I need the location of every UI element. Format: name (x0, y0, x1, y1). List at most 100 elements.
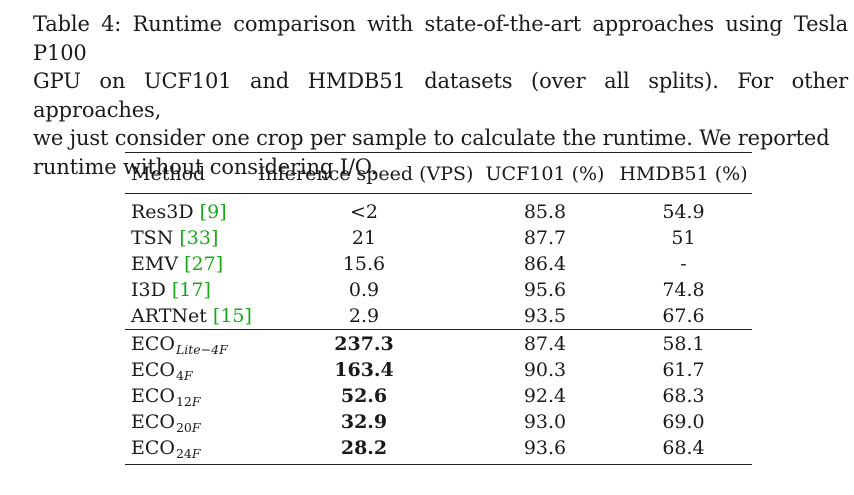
header-hmdb51: HMDB51 (%) (619, 163, 748, 185)
subscript-variant: F (183, 368, 193, 383)
method-cell: TSN [33] (131, 225, 218, 251)
method-name: ECO (131, 385, 175, 407)
method-name: EMV (131, 253, 179, 275)
citation-number: 27 (191, 253, 216, 275)
table-caption: Table 4: Runtime comparison with state-o… (33, 10, 848, 181)
citation-bracket: [ (179, 227, 187, 249)
citation-bracket: ] (244, 305, 252, 327)
ucf101-cell: 95.6 (523, 279, 567, 301)
citation-bracket: [ (171, 279, 180, 301)
speed-cell: 2.9 (348, 305, 380, 327)
citation-number: 9 (207, 201, 220, 223)
header-inference-speed: Inference speed (VPS) (258, 163, 474, 185)
speed-cell: 163.4 (334, 359, 394, 381)
hmdb51-cell: 54.9 (662, 201, 705, 223)
ucf101-cell: 92.4 (523, 385, 567, 407)
subscript-frames: 12 (175, 394, 192, 409)
citation-bracket: ] (215, 253, 224, 275)
ucf101-cell: 93.0 (523, 411, 567, 433)
caption-line: GPU on UCF101 and HMDB51 datasets (over … (33, 69, 848, 122)
header-rule (125, 193, 752, 194)
caption-line: Table 4: Runtime comparison with state-o… (33, 12, 848, 65)
subscript-variant: Lite−4F (175, 342, 228, 357)
speed-cell: 28.2 (340, 437, 388, 459)
hmdb51-cell: 68.4 (662, 437, 705, 459)
citation-link[interactable]: [15] (213, 305, 252, 327)
table-row: ECO20F 32.9 93.0 69.0 (125, 409, 752, 435)
speed-cell: 32.9 (340, 411, 388, 433)
method-subscript: 20F (176, 420, 201, 435)
method-subscript: 24F (176, 446, 201, 461)
citation-link[interactable]: [27] (184, 253, 223, 275)
hmdb51-cell: 58.1 (662, 333, 705, 355)
method-name: ECO (131, 411, 175, 433)
method-cell: ECOLite−4F (131, 331, 228, 359)
citation-bracket: ] (219, 201, 227, 223)
table-row: ARTNet [15] 2.9 93.5 67.6 (125, 303, 752, 329)
method-cell: ECO24F (131, 435, 201, 463)
table-row: ECO4F 163.4 90.3 61.7 (125, 357, 752, 383)
ucf101-cell: 86.4 (523, 253, 567, 275)
speed-cell: 237.3 (334, 333, 394, 355)
method-subscript: 12F (176, 394, 201, 409)
method-name: TSN (131, 227, 174, 249)
speed-cell: 0.9 (348, 279, 380, 301)
hmdb51-cell: 74.8 (662, 279, 705, 301)
method-subscript: 4F (176, 368, 193, 383)
subscript-frames: 4 (175, 368, 184, 383)
subscript-variant: F (191, 394, 201, 409)
speed-cell: <2 (349, 201, 378, 223)
speed-cell: 52.6 (340, 385, 388, 407)
ucf101-cell: 87.7 (523, 227, 567, 249)
bottom-rule (125, 464, 752, 465)
ucf101-cell: 90.3 (523, 359, 567, 381)
table-row: ECO12F 52.6 92.4 68.3 (125, 383, 752, 409)
citation-link[interactable]: [17] (172, 279, 211, 301)
subscript-variant: F (191, 446, 201, 461)
table-row: I3D [17] 0.9 95.6 74.8 (125, 277, 752, 303)
citation-bracket: ] (203, 279, 211, 301)
subscript-variant: F (191, 420, 201, 435)
hmdb51-cell: 68.3 (662, 385, 705, 407)
citation-bracket: [ (212, 305, 221, 327)
method-subscript: Lite−4F (176, 342, 228, 357)
citation-number: 33 (186, 227, 211, 249)
method-cell: Res3D [9] (131, 199, 227, 225)
method-name: Res3D (131, 201, 194, 223)
hmdb51-cell: 69.0 (662, 411, 705, 433)
method-cell: ECO20F (131, 409, 201, 437)
method-name: I3D (131, 279, 166, 301)
header-method: Method (131, 163, 206, 185)
citation-number: 15 (220, 305, 245, 327)
method-cell: EMV [27] (131, 251, 223, 277)
method-name: ECO (131, 359, 175, 381)
top-rule (125, 152, 752, 153)
hmdb51-cell: - (680, 253, 687, 275)
citation-link[interactable]: [9] (200, 201, 227, 223)
method-name: ARTNet (131, 305, 207, 327)
caption-line: we just consider one crop per sample to … (33, 126, 830, 150)
subscript-frames: 20 (175, 420, 192, 435)
method-cell: I3D [17] (131, 277, 211, 303)
citation-bracket: [ (199, 201, 208, 223)
runtime-comparison-table: Method Inference speed (VPS) UCF101 (%) … (125, 152, 752, 465)
subscript-frames: 24 (175, 446, 192, 461)
hmdb51-cell: 67.6 (662, 305, 705, 327)
method-name: ECO (131, 437, 175, 459)
method-name: ECO (131, 333, 175, 355)
citation-bracket: ] (210, 227, 219, 249)
mid-rule (125, 329, 752, 330)
citation-bracket: [ (184, 253, 192, 275)
ucf101-cell: 93.5 (523, 305, 567, 327)
caption-line: runtime without considering I/O. (33, 154, 378, 179)
speed-cell: 21 (351, 227, 377, 249)
citation-number: 17 (179, 279, 204, 301)
hmdb51-cell: 61.7 (662, 359, 705, 381)
citation-link[interactable]: [33] (179, 227, 218, 249)
